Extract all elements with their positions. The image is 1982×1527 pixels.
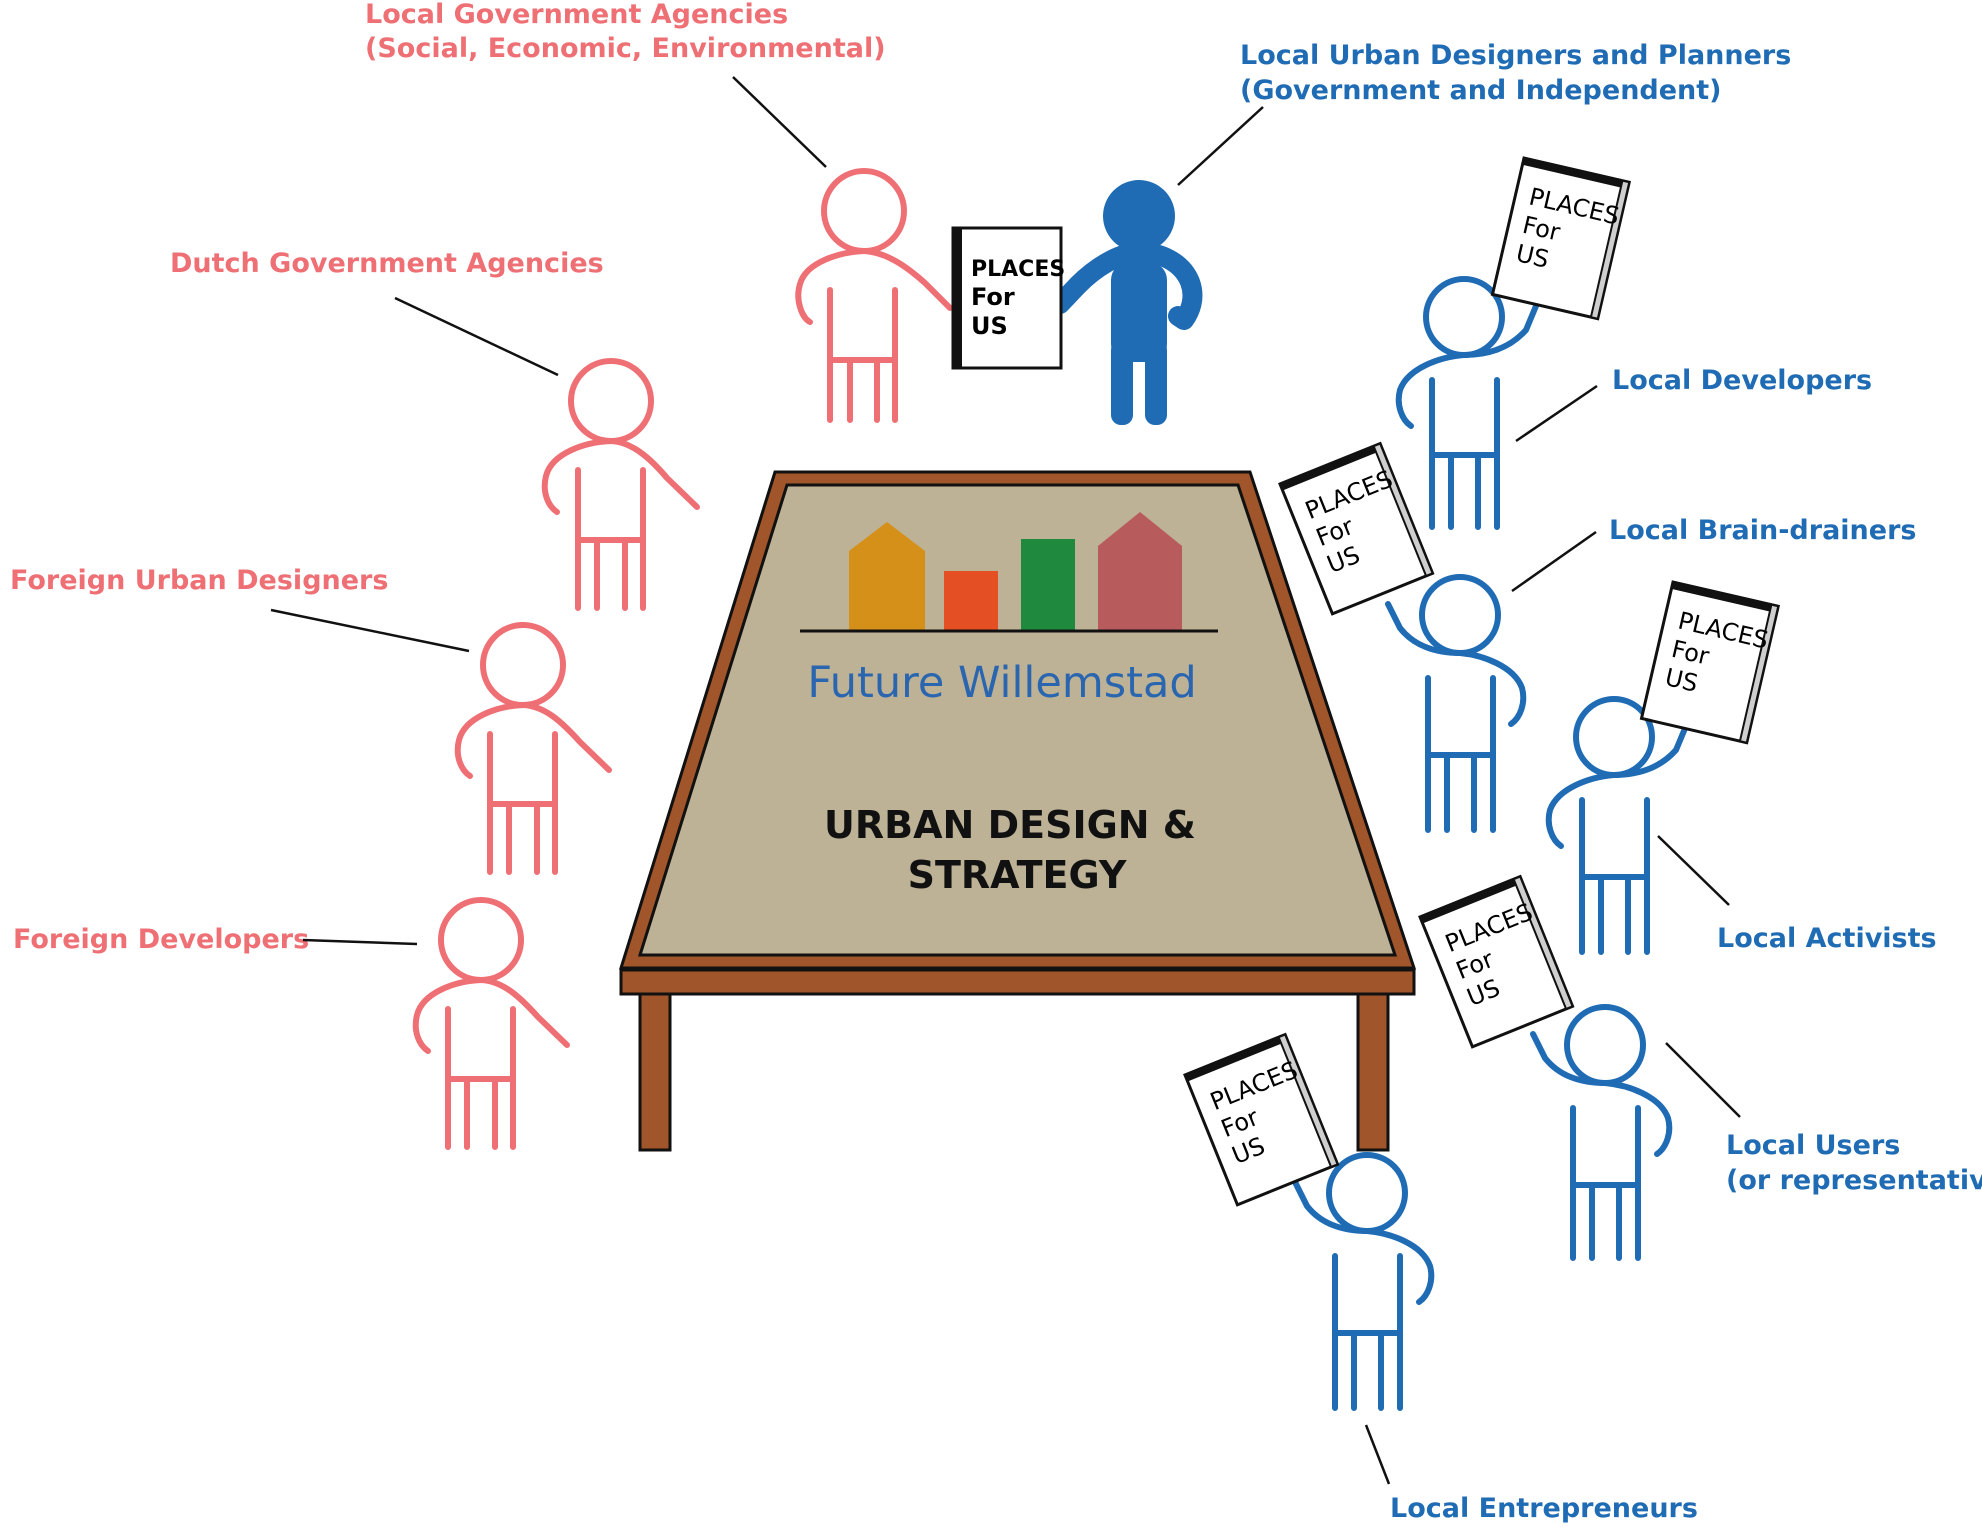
person-local-brain-drainers [1385, 574, 1527, 833]
table-leg-left [638, 988, 672, 1152]
book-central: PLACES For US [951, 226, 1065, 370]
book-local-users: PLACES For US [1418, 875, 1575, 1049]
table-title-line2: STRATEGY [908, 853, 1127, 897]
label-local-designers-line1: Local Urban Designers and Planners [1240, 40, 1791, 71]
book-local-brain-drainers: PLACES For US [1278, 442, 1435, 616]
person-local-entrepreneurs [1292, 1152, 1435, 1411]
person-dutch-government [541, 358, 700, 611]
leader-local-activists [1657, 835, 1730, 906]
book-local-developers: PLACES For US [1491, 156, 1631, 321]
leader-dutch-government [394, 296, 559, 377]
table: Future Willemstad URBAN DESIGN & STRATEG… [618, 470, 1417, 1152]
person-foreign-developers [412, 897, 570, 1150]
logo-block-red [944, 571, 998, 630]
leader-local-entrepreneurs [1364, 1424, 1391, 1485]
label-local-government-line2: (Social, Economic, Environmental) [365, 33, 886, 64]
book-local-entrepreneurs: PLACES For US [1183, 1033, 1340, 1207]
person-local-designers [1050, 180, 1203, 425]
logo-house-rose [1098, 512, 1182, 630]
label-local-developers: Local Developers [1612, 365, 1872, 396]
logo-block-green [1021, 539, 1075, 630]
leader-local-brain-drainers [1511, 530, 1597, 593]
table-leg-right [1356, 988, 1390, 1152]
label-local-users-line1: Local Users [1726, 1130, 1900, 1161]
person-local-users [1530, 1004, 1673, 1261]
future-willemstad-logo: Future Willemstad [800, 512, 1218, 708]
book-text-line2: For [971, 283, 1015, 311]
book-text-line3: US [971, 312, 1008, 340]
logo-house-orange [849, 522, 925, 630]
label-local-brain-drainers: Local Brain-drainers [1609, 515, 1916, 546]
label-dutch-government: Dutch Government Agencies [170, 248, 604, 279]
person-local-government [795, 168, 953, 423]
label-local-government-line1: Local Government Agencies [365, 0, 788, 30]
person-foreign-designers [454, 622, 612, 875]
leader-local-designers [1177, 106, 1264, 186]
book-local-activists: PLACES For US [1640, 580, 1780, 745]
table-title-line1: URBAN DESIGN & [824, 803, 1196, 847]
label-local-designers-line2: (Government and Independent) [1240, 75, 1722, 106]
label-local-activists: Local Activists [1717, 923, 1937, 954]
labels: Local Government Agencies (Social, Econo… [10, 0, 1982, 1524]
leader-local-government [732, 76, 827, 168]
person-local-developers [1395, 276, 1539, 530]
table-surface [637, 483, 1398, 957]
leader-local-users [1665, 1042, 1741, 1118]
leader-foreign-designers [270, 608, 470, 653]
leader-local-developers [1515, 384, 1598, 443]
label-foreign-designers: Foreign Urban Designers [10, 565, 388, 596]
brand-name: Future Willemstad [807, 658, 1196, 708]
label-foreign-developers: Foreign Developers [13, 924, 309, 955]
label-local-entrepreneurs: Local Entrepreneurs [1390, 1493, 1698, 1524]
person-local-activists [1545, 696, 1689, 955]
label-local-users-line2: (or representative) [1726, 1165, 1982, 1196]
book-text-line1: PLACES [971, 257, 1065, 282]
table-edge [619, 968, 1416, 996]
leader-foreign-developers [302, 938, 418, 946]
